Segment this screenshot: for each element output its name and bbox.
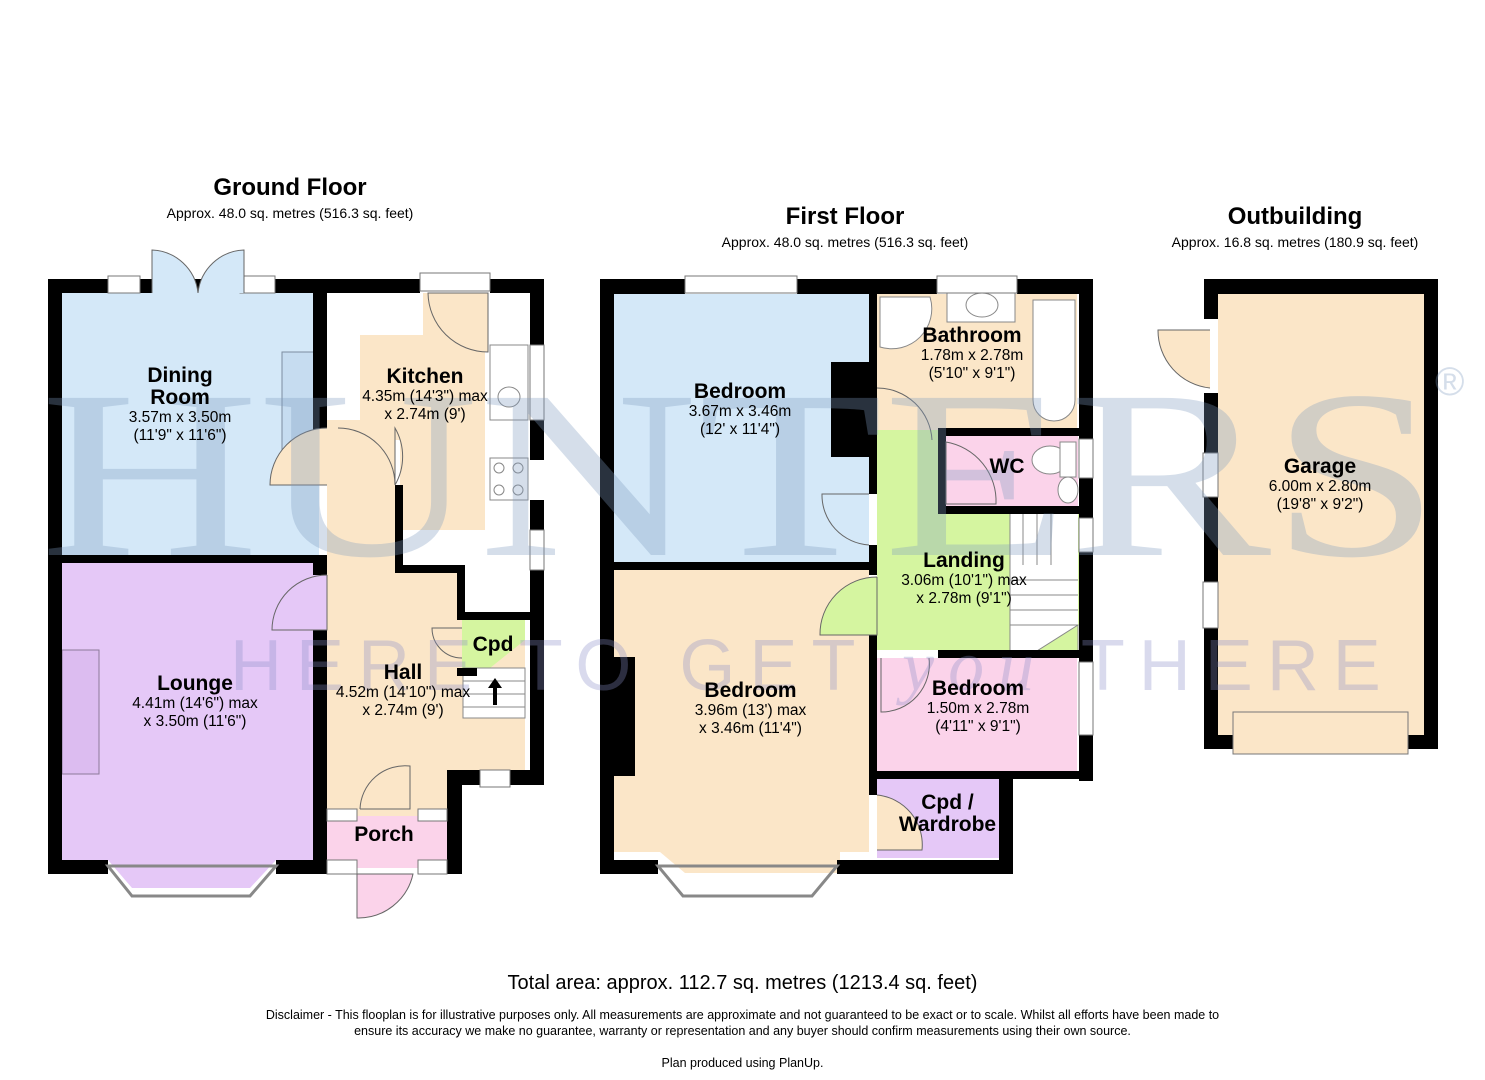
room-bedroom-3: Bedroom 1.50m x 2.78m (4'11" x 9'1") <box>898 677 1058 736</box>
room-dimension-imperial: (19'8" x 9'2") <box>1276 495 1364 513</box>
room-dimension-imperial: x 3.46m (11'4") <box>699 719 802 737</box>
room-name: Bedroom <box>931 677 1025 700</box>
stair-arrow-icon <box>488 678 502 705</box>
room-name: Wardrobe <box>898 813 997 837</box>
bedroom2-fill <box>614 570 869 873</box>
plan-credit: Plan produced using PlanUp. <box>661 1056 824 1070</box>
room-name: Cpd / <box>921 791 974 814</box>
room-name: WC <box>989 455 1025 478</box>
porch-fill <box>327 816 447 868</box>
room-bathroom: Bathroom 1.78m x 2.78m (5'10" x 9'1") <box>897 324 1047 383</box>
room-kitchen: Kitchen 4.35m (14'3") max x 2.74m (9') <box>340 365 510 424</box>
room-name: Bedroom <box>693 380 787 403</box>
room-garage: Garage 6.00m x 2.80m (19'8" x 9'2") <box>1245 455 1395 514</box>
cpd-ground-fill <box>462 620 525 668</box>
ground-windows <box>107 272 545 875</box>
kitchen-fill <box>329 293 485 530</box>
bathtub <box>1032 299 1076 422</box>
bedroom2-bay-window <box>654 864 841 898</box>
room-dimension-imperial: x 2.78m (9'1") <box>916 589 1012 607</box>
room-dimension-imperial: x 3.50m (11'6") <box>143 712 247 730</box>
room-hall: Hall 4.52m (14'10") max x 2.74m (9') <box>318 661 488 720</box>
shower-tray <box>879 296 933 350</box>
wc-basin <box>1057 476 1079 504</box>
room-dimension-metric: 1.50m x 2.78m <box>926 700 1030 718</box>
outbuilding-plan <box>1157 279 1438 755</box>
room-porch: Porch <box>327 823 441 846</box>
room-name: Bedroom <box>704 679 797 702</box>
room-name: Lounge <box>157 672 233 695</box>
room-dimension-imperial: (5'10" x 9'1") <box>928 364 1016 382</box>
garage-door <box>1232 711 1409 755</box>
room-bedroom-2: Bedroom 3.96m (13') max x 3.46m (11'4") <box>668 679 833 738</box>
room-name: Kitchen <box>386 365 464 388</box>
watermark-tagline: HERE TO GET you THERE <box>230 626 1395 706</box>
room-name: Cpd <box>472 633 514 656</box>
room-dimension-imperial: x 2.74m (9') <box>362 701 444 719</box>
room-name: Bathroom <box>922 324 1022 347</box>
garage-fill <box>1218 294 1424 735</box>
room-dimension-metric: 3.67m x 3.46m <box>688 403 792 421</box>
room-dimension-metric: 6.00m x 2.80m <box>1268 478 1372 496</box>
room-dimension-metric: 4.52m (14'10") max <box>335 684 471 702</box>
room-dimension-metric: 3.06m (10'1") max <box>901 572 1027 590</box>
first-doors <box>819 387 997 851</box>
room-landing: Landing 3.06m (10'1") max x 2.78m (9'1") <box>880 549 1048 608</box>
room-dimension-metric: 4.35m (14'3") max <box>362 388 488 406</box>
landing-stairs <box>1010 513 1078 653</box>
room-dimension-metric: 3.96m (13') max <box>694 702 807 720</box>
garage-walls <box>1204 279 1438 749</box>
first-floor-plan <box>600 275 1094 898</box>
room-name: Porch <box>354 823 414 846</box>
first-floor-title: First Floor <box>785 203 905 230</box>
room-dimension-metric: 4.41m (14'6") max <box>132 695 258 713</box>
room-dimension-imperial: (4'11" x 9'1") <box>935 717 1021 735</box>
room-name: Room <box>150 386 210 410</box>
first-floor-area: Approx. 48.0 sq. metres (516.3 sq. feet) <box>721 234 969 250</box>
room-bedroom-1: Bedroom 3.67m x 3.46m (12' x 11'4") <box>660 380 820 439</box>
garage-side-door <box>1157 329 1211 389</box>
room-dining-room: Dining Room 3.57m x 3.50m (11'9" x 11'6"… <box>95 364 265 445</box>
total-area: Total area: approx. 112.7 sq. metres (12… <box>507 972 978 994</box>
lounge-bay-window <box>104 864 280 898</box>
room-wc: WC <box>972 455 1042 478</box>
outbuilding-area: Approx. 16.8 sq. metres (180.9 sq. feet) <box>1171 234 1419 250</box>
room-name: Landing <box>923 549 1005 572</box>
lounge-chimney-breast <box>61 649 100 775</box>
bedroom1-fill <box>614 294 869 562</box>
room-name: Dining <box>147 364 213 387</box>
room-cpd-wardrobe: Cpd / Wardrobe <box>870 791 1025 837</box>
ground-floor-plan <box>48 249 545 919</box>
room-dimension-imperial: (12' x 11'4") <box>699 420 781 438</box>
hunters-watermark: HUNTERS ® HERE TO GET you THERE <box>40 341 1464 706</box>
watermark-brand: HUNTERS <box>40 341 1440 607</box>
room-name: Garage <box>1283 455 1357 478</box>
room-cpd-ground: Cpd <box>462 633 524 656</box>
first-windows <box>684 275 1094 736</box>
outbuilding-title: Outbuilding <box>1227 203 1363 230</box>
room-lounge: Lounge 4.41m (14'6") max x 3.50m (11'6") <box>105 672 285 731</box>
disclaimer: Disclaimer - This flooplan is for illust… <box>265 1008 1220 1038</box>
room-dimension-metric: 1.78m x 2.78m <box>920 347 1024 365</box>
ground-floor-title: Ground Floor <box>213 174 367 201</box>
dining-room-fill <box>62 293 319 555</box>
room-dimension-metric: 3.57m x 3.50m <box>128 409 232 427</box>
room-name: Hall <box>383 661 423 684</box>
room-dimension-imperial: (11'9" x 11'6") <box>133 426 227 444</box>
first-walls <box>600 279 1093 874</box>
ground-doors <box>151 249 489 919</box>
lounge-bay <box>108 860 276 888</box>
ground-floor-area: Approx. 48.0 sq. metres (516.3 sq. feet) <box>166 205 414 221</box>
ground-walls <box>48 279 544 874</box>
room-dimension-imperial: x 2.74m (9') <box>384 405 466 423</box>
watermark-registered: ® <box>1435 360 1464 404</box>
